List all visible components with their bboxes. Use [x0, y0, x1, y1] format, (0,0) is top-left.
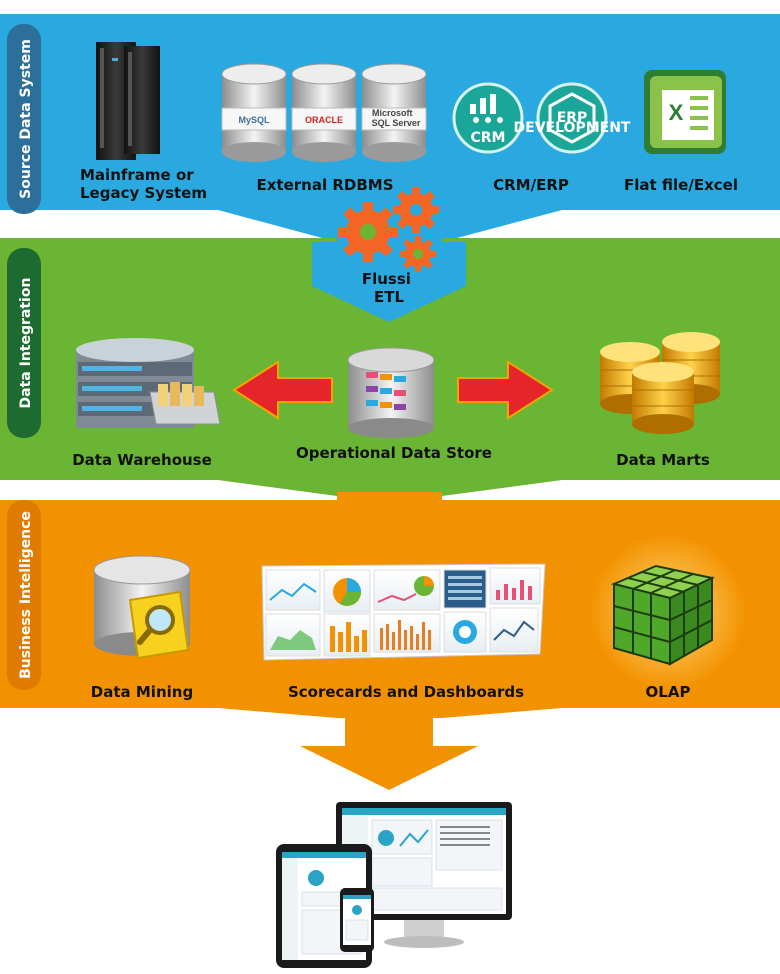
data-marts-icon — [600, 332, 720, 434]
left-red-arrow — [232, 360, 333, 420]
oracle-cylinder-icon: ORACLE — [291, 63, 357, 162]
sqlserver-logo: SQL Server — [372, 118, 421, 128]
output-arrow — [300, 718, 478, 790]
svg-text:X: X — [669, 100, 684, 125]
source-side-label: Source Data System — [18, 39, 34, 199]
excel-icon: X — [644, 70, 726, 154]
devices-icon — [276, 802, 512, 968]
data-mining-label: Data Mining — [91, 683, 193, 701]
operational-data-store-icon — [347, 347, 435, 438]
dashboards-collage-icon — [261, 563, 546, 661]
bi-side-tab: Business Intelligence — [7, 500, 41, 690]
mainframe-label: Mainframe or Legacy System — [80, 166, 207, 202]
erp-badge-sublabel: DEVELOPMENT — [514, 120, 631, 136]
data-warehouse-icon — [76, 338, 221, 428]
ods-label: Operational Data Store — [296, 444, 492, 462]
crm-badge-label: CRM — [471, 130, 506, 146]
data-marts-label: Data Marts — [616, 451, 710, 469]
mysql-cylinder-icon: MySQL — [221, 63, 287, 162]
olap-label: OLAP — [646, 683, 691, 701]
crm-erp-label: CRM/ERP — [493, 176, 569, 194]
data-warehouse-label: Data Warehouse — [72, 451, 212, 469]
flatfile-label: Flat file/Excel — [624, 176, 738, 194]
erp-badge-label: ERP — [557, 110, 588, 126]
rdbms-label: External RDBMS — [257, 176, 394, 194]
gears-icon — [338, 187, 439, 272]
crm-badge-icon: CRM — [452, 82, 524, 154]
phone-icon — [340, 888, 374, 952]
sqlserver-cylinder-icon: Microsoft SQL Server — [361, 63, 427, 162]
rdbms-cylinders: MySQL ORACLE Microsoft SQL Server — [221, 63, 427, 162]
bi-side-label: Business Intelligence — [18, 511, 34, 679]
etl-label: Flussi ETL — [362, 270, 416, 306]
mainframe-label-line2: Legacy System — [80, 184, 207, 202]
right-red-arrow — [457, 360, 554, 420]
mysql-logo: MySQL — [238, 115, 270, 125]
integration-side-label: Data Integration — [18, 278, 34, 409]
erp-badge-icon: ERP DEVELOPMENT — [514, 82, 631, 154]
olap-cube-icon — [590, 534, 746, 690]
mainframe-label-line1: Mainframe or — [80, 166, 194, 184]
microsoft-logo: Microsoft — [372, 108, 413, 118]
etl-label-line2: ETL — [374, 288, 404, 306]
etl-label-line1: Flussi — [362, 270, 411, 288]
source-side-tab: Source Data System — [7, 24, 41, 214]
data-mining-icon — [93, 555, 191, 660]
dashboards-label: Scorecards and Dashboards — [288, 683, 524, 701]
integration-side-tab: Data Integration — [7, 248, 41, 438]
mainframe-icon — [96, 42, 160, 160]
oracle-logo: ORACLE — [305, 115, 343, 125]
